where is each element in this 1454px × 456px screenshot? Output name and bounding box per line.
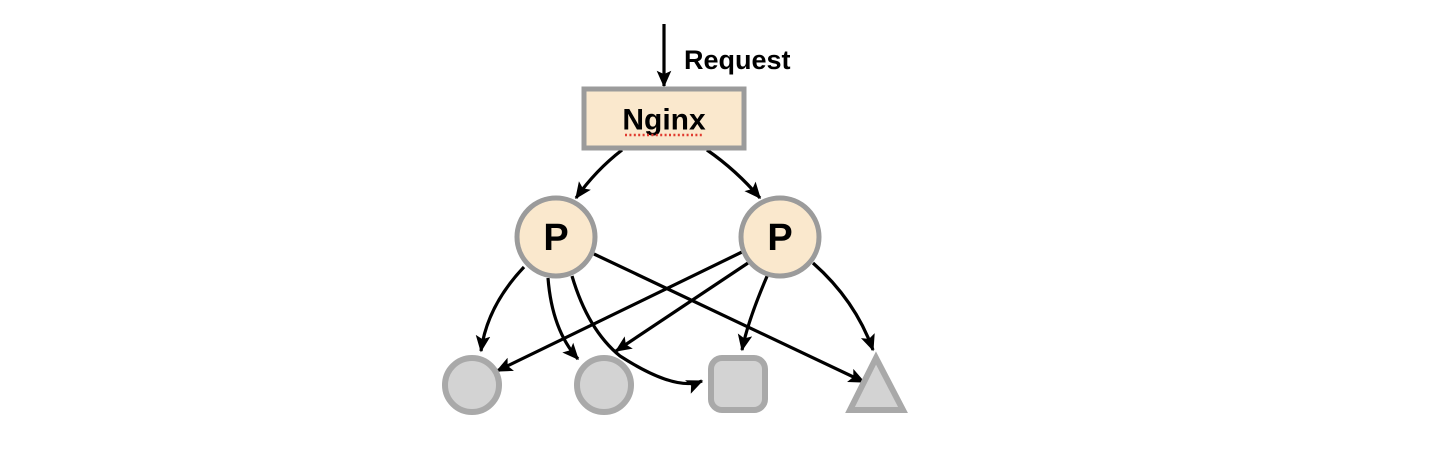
node-layer: Nginx P P — [442, 86, 908, 415]
node-resource-triangle[interactable] — [845, 351, 908, 413]
node-worker-right[interactable]: P — [738, 195, 822, 279]
node-resource-circle-1-shape[interactable] — [442, 355, 502, 415]
node-worker-left-shape[interactable] — [514, 195, 598, 279]
edge-nginx-to-worker-right — [706, 148, 762, 200]
node-resource-square-shape[interactable] — [708, 355, 768, 413]
edge-nginx-to-worker-left — [574, 148, 623, 200]
node-resource-circle-2[interactable] — [574, 355, 634, 415]
edge-worker-right-to-circle-2 — [614, 261, 749, 353]
node-nginx-shape[interactable] — [581, 86, 747, 151]
edge-worker-right-to-triangle — [811, 261, 875, 352]
node-resource-circle-1[interactable] — [442, 355, 502, 415]
edge-worker-left-to-circle-1 — [475, 265, 526, 353]
edge-layer — [475, 24, 875, 394]
node-worker-right-shape[interactable] — [738, 195, 822, 279]
edge-worker-left-to-square — [570, 275, 704, 394]
node-worker-right-label: P — [767, 217, 792, 259]
node-resource-triangle-shape[interactable] — [845, 351, 908, 413]
edge-worker-left-to-circle-2 — [546, 277, 580, 361]
edge-worker-left-to-triangle — [593, 252, 866, 384]
node-worker-left[interactable]: P — [514, 195, 598, 279]
node-resource-circle-2-shape[interactable] — [574, 355, 634, 415]
edge-label-request: Request — [684, 45, 791, 75]
node-resource-square[interactable] — [708, 355, 768, 413]
node-nginx-label: Nginx — [622, 104, 706, 137]
node-nginx[interactable]: Nginx — [581, 86, 747, 151]
edge-worker-right-to-circle-1 — [495, 250, 743, 373]
edge-worker-right-to-square — [737, 273, 770, 352]
node-worker-left-label: P — [543, 217, 568, 259]
